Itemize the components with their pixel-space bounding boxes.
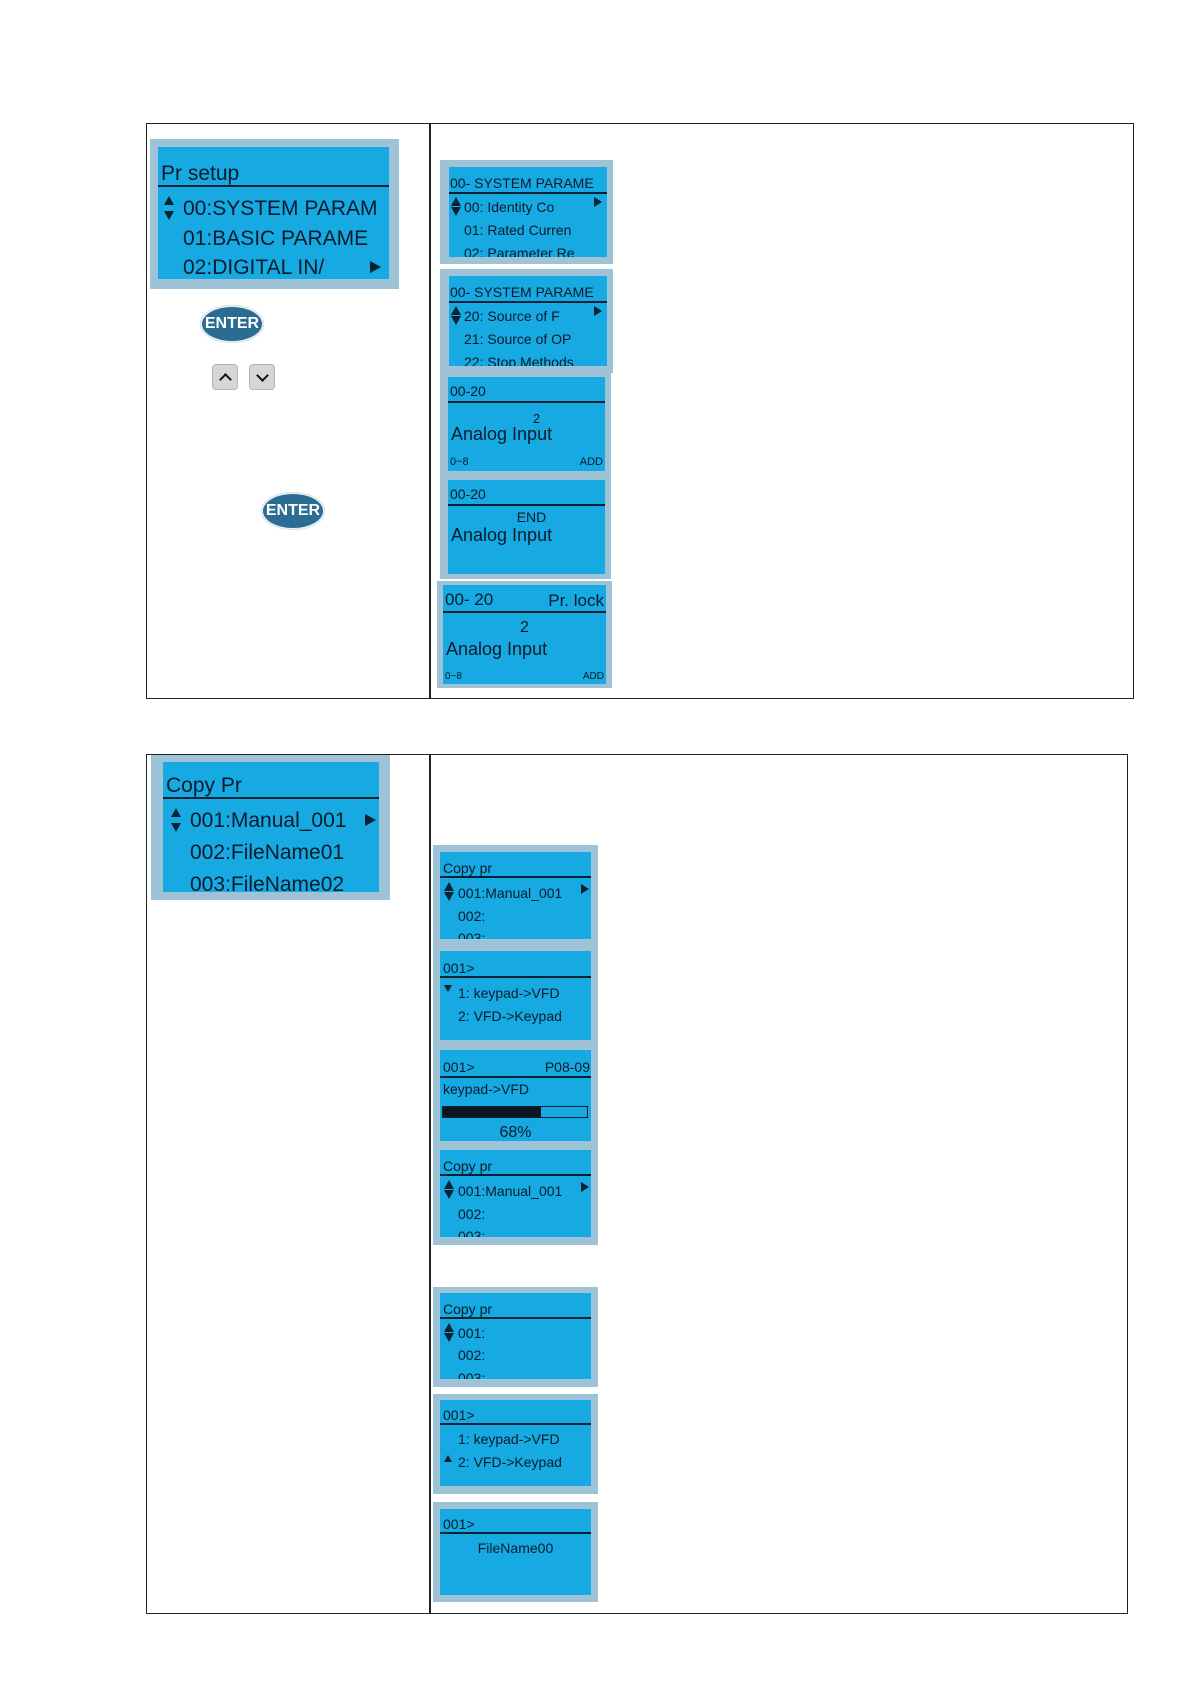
param-label: Analog Input	[451, 424, 553, 444]
chevron-up-icon	[218, 372, 232, 386]
up-arrow-icon	[444, 1455, 452, 1462]
enter-button[interactable]: ENTER	[261, 492, 325, 530]
param-value: END	[516, 509, 547, 525]
up-down-arrow-icon	[444, 882, 454, 901]
lcd-item: 002:	[458, 1206, 486, 1222]
lcd-item: 003:FileName02	[190, 873, 345, 892]
section-1-divider	[429, 123, 431, 699]
lcd-item: 2: VFD->Keypad	[458, 1008, 562, 1024]
param-value: 2	[520, 619, 529, 636]
lcd-title: 001>	[443, 960, 475, 976]
file-name: FileName00	[477, 1540, 554, 1556]
lcd-screen-00-20-locked: 00- 20 Pr. lock 2 Analog Input 0~8 ADD	[437, 581, 612, 688]
lcd-title: 001>	[443, 1407, 475, 1423]
lcd-item: 01: Rated Curren	[464, 222, 572, 238]
copy-progress-bar	[442, 1106, 588, 1118]
lcd-screen-00-20-end: 00-20 END Analog Input	[440, 476, 611, 579]
lcd-item: 02: Parameter Re	[464, 245, 575, 257]
lcd-item: 00: Identity Co	[464, 199, 555, 215]
up-down-arrow-icon	[171, 808, 181, 832]
lcd-screen-system-param-1: 00- SYSTEM PARAME 00: Identity Co 01: Ra…	[440, 160, 613, 264]
lcd-title: 001>	[443, 1059, 475, 1075]
lcd-title: 00- SYSTEM PARAME	[450, 175, 594, 191]
param-label: Analog Input	[451, 525, 553, 545]
range-label: 0~8	[450, 456, 469, 468]
param-label: Analog Input	[446, 639, 548, 659]
section-2-divider	[429, 754, 431, 1614]
add-label: ADD	[582, 671, 604, 682]
right-arrow-icon	[365, 814, 376, 826]
lcd-screen-00-20-value: 00-20 2 Analog Input 0~8 ADD	[440, 373, 611, 476]
lcd-item: 001:Manual_001	[458, 1183, 563, 1199]
lcd-item: 003:	[458, 1370, 486, 1379]
progress-percent: 68%	[499, 1124, 532, 1141]
up-down-arrow-icon	[451, 306, 461, 325]
up-key-button[interactable]	[212, 364, 238, 390]
lcd-item: 003:	[458, 1228, 486, 1237]
lcd-item: 002:	[458, 908, 486, 924]
lcd-item: 1: keypad->VFD	[458, 1431, 560, 1447]
lcd-screen-copy-direction-2: 001> 1: keypad->VFD 2: VFD->Keypad	[433, 1394, 598, 1494]
lcd-title: Copy Pr	[166, 774, 242, 797]
right-arrow-icon	[370, 261, 381, 273]
chevron-down-icon	[255, 368, 269, 382]
add-label: ADD	[579, 456, 603, 468]
lock-status: Pr. lock	[548, 591, 604, 610]
lcd-item: 001:Manual_001	[458, 885, 563, 901]
up-down-arrow-icon	[164, 196, 174, 220]
lcd-screen-copy-progress: 001> P08-09 keypad->VFD 68%	[433, 1046, 598, 1145]
lcd-item: 2: VFD->Keypad	[458, 1454, 562, 1470]
lcd-screen-copy-pr-3: Copy pr 001: 002: 003:	[433, 1287, 598, 1387]
lcd-title: Copy pr	[443, 860, 493, 876]
lcd-item: 01:BASIC PARAME	[183, 227, 369, 250]
copy-pr-lcd: Copy Pr 001:Manual_001 002:FileName01 00…	[151, 755, 390, 900]
lcd-screen-copy-direction-1: 001> 1: keypad->VFD 2: VFD->Keypad	[433, 946, 598, 1046]
lcd-title: 00-20	[450, 486, 486, 502]
up-down-arrow-icon	[444, 1180, 454, 1199]
lcd-item: 1: keypad->VFD	[458, 985, 560, 1001]
lcd-item: 20: Source of F	[464, 308, 560, 324]
enter-button[interactable]: ENTER	[200, 305, 264, 343]
lcd-item: 02:DIGITAL IN/	[183, 256, 325, 279]
lcd-title: 00-20	[450, 383, 486, 399]
lcd-title: 001>	[443, 1516, 475, 1532]
up-down-arrow-icon	[451, 197, 461, 216]
pr-setup-lcd: Pr setup 00:SYSTEM PARAM 01:BASIC PARAME…	[150, 139, 399, 289]
right-arrow-icon	[594, 197, 602, 207]
lcd-item: 002:FileName01	[190, 841, 345, 864]
lcd-item: 001:	[458, 1325, 486, 1341]
lcd-screen-copy-pr-1: Copy pr 001:Manual_001 002: 003:	[433, 845, 598, 946]
param-code: P08-09	[544, 1059, 590, 1075]
lcd-title: Copy pr	[443, 1301, 493, 1317]
lcd-item: 001:Manual_001	[190, 809, 347, 832]
lcd-title: Pr setup	[161, 162, 240, 185]
range-label: 0~8	[445, 671, 462, 682]
right-arrow-icon	[581, 884, 589, 894]
down-key-button[interactable]	[249, 364, 275, 390]
lcd-title: 00- 20	[445, 590, 494, 609]
right-arrow-icon	[594, 306, 602, 316]
lcd-item: 22: Stop Methods	[464, 354, 574, 366]
up-down-arrow-icon	[444, 1323, 454, 1342]
param-value: 2	[532, 411, 541, 426]
copy-direction-label: keypad->VFD	[443, 1081, 529, 1097]
lcd-title: 00- SYSTEM PARAME	[450, 284, 594, 300]
right-arrow-icon	[581, 1182, 589, 1192]
progress-fill	[443, 1107, 541, 1117]
lcd-screen-system-param-2: 00- SYSTEM PARAME 20: Source of F 21: So…	[440, 269, 613, 373]
lcd-screen-copy-pr-2: Copy pr 001:Manual_001 002: 003:	[433, 1145, 598, 1245]
lcd-screen-file-name: 001> FileName00	[433, 1502, 598, 1602]
lcd-item: 003:	[458, 930, 486, 939]
down-arrow-icon	[444, 985, 452, 992]
lcd-item: 21: Source of OP	[464, 331, 572, 347]
lcd-title: Copy pr	[443, 1158, 493, 1174]
section-2-table	[146, 754, 1128, 1614]
lcd-item: 002:	[458, 1347, 486, 1363]
lcd-item: 00:SYSTEM PARAM	[183, 197, 378, 220]
section-1-table	[146, 123, 1134, 699]
